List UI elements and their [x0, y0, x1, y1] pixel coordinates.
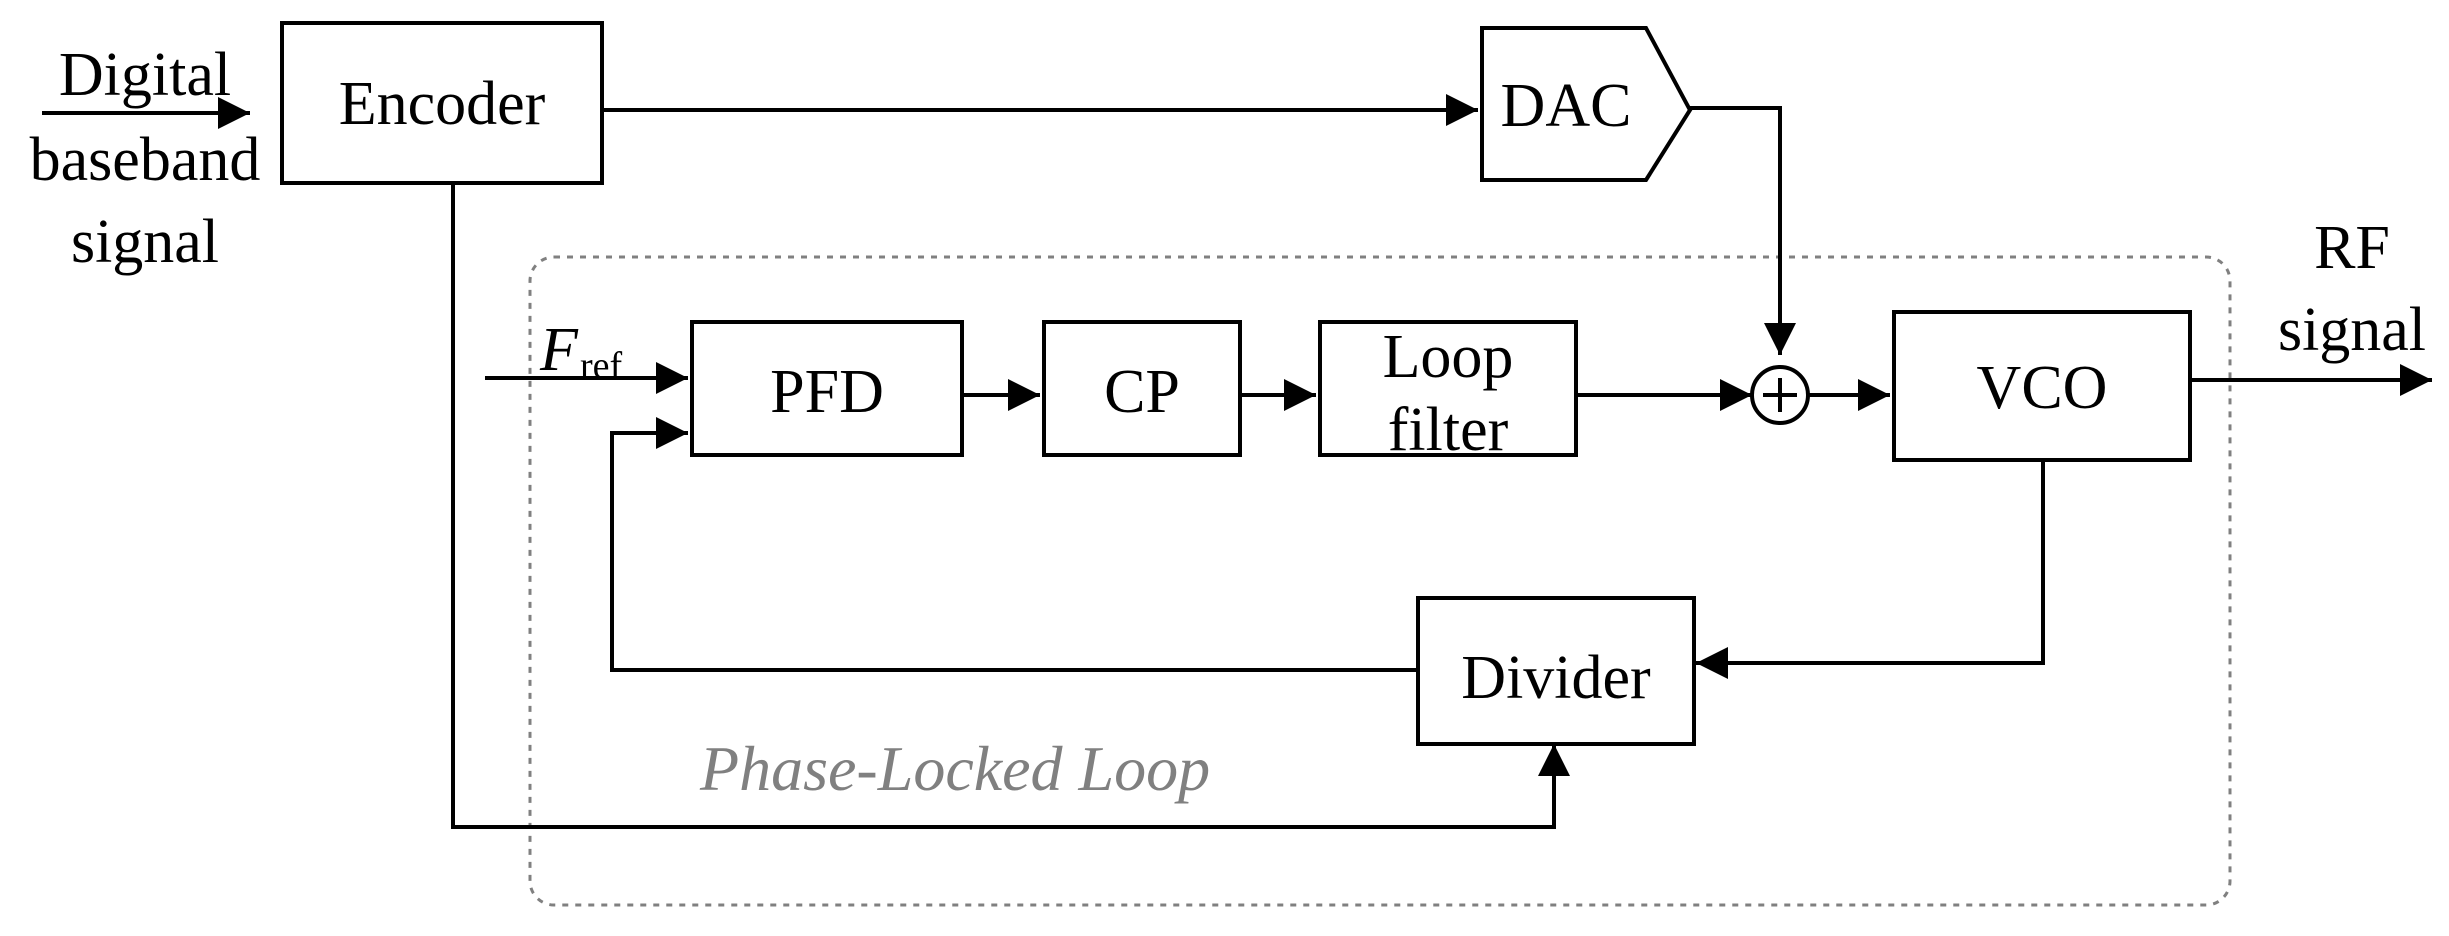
- pll-label: Phase-Locked Loop: [699, 733, 1210, 804]
- dac-to-summer-wire: [1690, 106, 1796, 355]
- svg-text:ref: ref: [580, 345, 623, 387]
- svg-text:Digital: Digital: [59, 41, 231, 109]
- divider-block: Divider: [1416, 596, 1696, 746]
- svg-text:signal: signal: [2278, 296, 2426, 364]
- fref-label: F ref: [539, 316, 623, 387]
- digital-baseband-signal-label: Digital baseband signal: [30, 41, 261, 276]
- dac-block: DAC: [1480, 26, 1693, 182]
- svg-text:Divider: Divider: [1461, 644, 1651, 712]
- svg-text:baseband: baseband: [30, 126, 261, 194]
- svg-text:PFD: PFD: [770, 358, 884, 426]
- divider-to-pfd-feedback-wire: [610, 417, 1416, 672]
- svg-text:F: F: [539, 316, 579, 384]
- pll-boundary: [528, 255, 2232, 907]
- rf-signal-label: RF signal: [2278, 214, 2426, 364]
- summer-node: +: [1750, 365, 1810, 425]
- encoder-to-divider-wire: [451, 183, 1570, 829]
- svg-text:CP: CP: [1104, 358, 1180, 426]
- svg-text:RF: RF: [2314, 214, 2390, 282]
- svg-text:Encoder: Encoder: [339, 70, 546, 138]
- vco-block: VCO: [1892, 310, 2192, 462]
- svg-text:DAC: DAC: [1501, 72, 1632, 140]
- loop-filter-block: Loop filter: [1318, 320, 1578, 464]
- encoder-block: Encoder: [280, 21, 604, 185]
- svg-text:Loop: Loop: [1383, 323, 1514, 391]
- svg-text:VCO: VCO: [1977, 354, 2108, 422]
- svg-text:filter: filter: [1388, 396, 1509, 464]
- vco-to-divider-wire: [1696, 460, 2045, 679]
- pfd-block: PFD: [690, 320, 964, 457]
- svg-text:signal: signal: [71, 208, 219, 276]
- cp-block: CP: [1042, 320, 1242, 457]
